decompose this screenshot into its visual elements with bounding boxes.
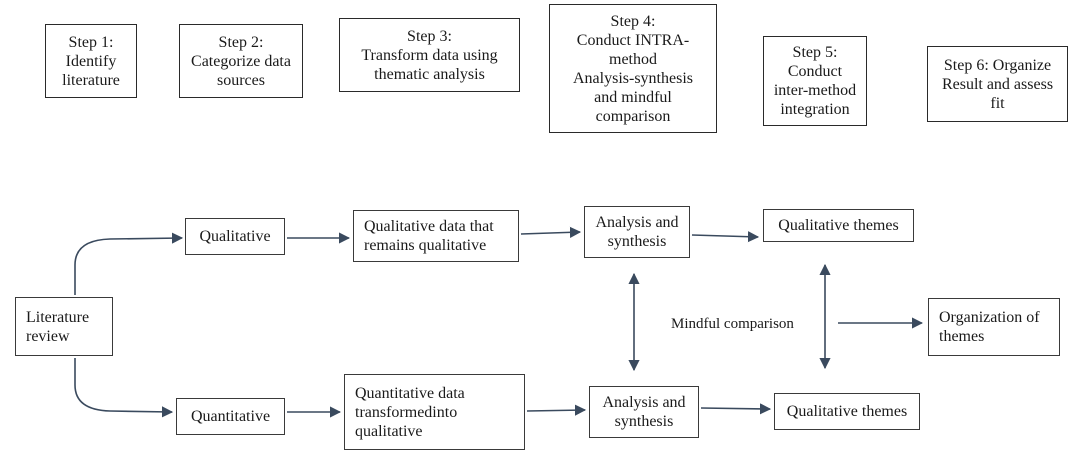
analysis-synthesis-top-box: Analysis and synthesis xyxy=(584,206,690,258)
analysis-synthesis-bottom-box: Analysis and synthesis xyxy=(589,386,699,438)
analysis-to-themes-top-arrow xyxy=(691,231,760,243)
quantdata-to-analysis-arrow xyxy=(526,404,587,416)
qualitative-themes-top-box: Qualitative themes xyxy=(763,209,914,242)
lit-to-qualitative-arrow xyxy=(74,232,184,295)
literature-review-box: Literature review xyxy=(15,297,113,356)
quantitative-data-box: Quantitative data transformedinto qualit… xyxy=(344,374,525,450)
step-1-box: Step 1: Identify literature xyxy=(45,24,137,98)
analysis-to-themes-bottom-arrow xyxy=(700,403,772,415)
quantitative-box: Quantitative xyxy=(176,398,285,435)
qualitative-themes-bottom-box: Qualitative themes xyxy=(774,393,920,430)
qualitative-box: Qualitative xyxy=(185,218,285,255)
step-3-box: Step 3: Transform data using thematic an… xyxy=(339,18,520,92)
organization-of-themes-box: Organization of themes xyxy=(928,298,1060,356)
mindful-comparison-label: Mindful comparison xyxy=(671,316,794,332)
step-4-box: Step 4: Conduct INTRA- method Analysis-s… xyxy=(549,4,717,133)
step-6-box: Step 6: Organize Result and assess fit xyxy=(927,46,1068,122)
qualitative-data-box: Qualitative data that remains qualitativ… xyxy=(353,210,519,262)
step-5-box: Step 5: Conduct inter-method integration xyxy=(763,36,867,126)
lit-to-quantitative-arrow xyxy=(74,358,174,418)
step-2-box: Step 2: Categorize data sources xyxy=(179,24,303,98)
qualdata-to-analysis-arrow xyxy=(520,226,582,238)
